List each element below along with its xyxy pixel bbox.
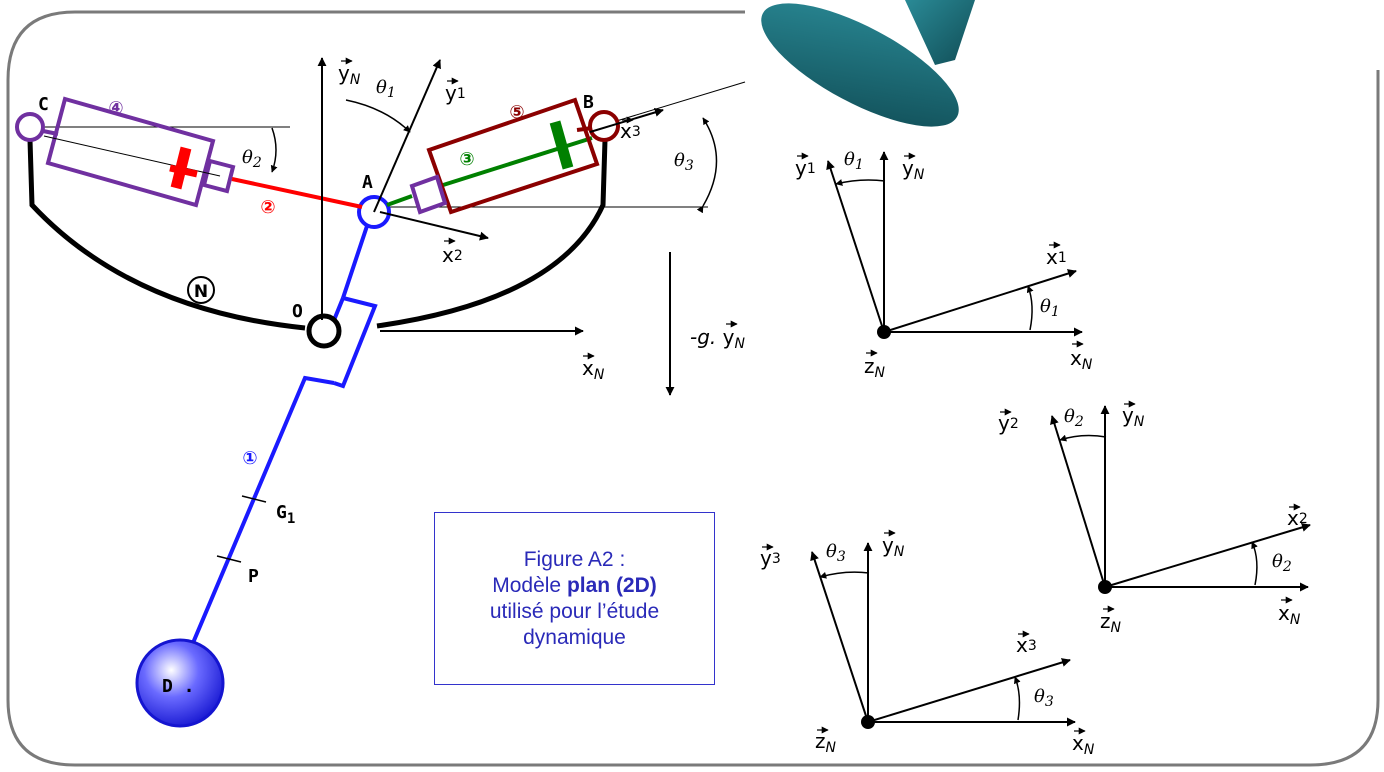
cylinder-5	[426, 97, 620, 215]
basis2-zN-label: zN	[1100, 609, 1122, 636]
point-B-label: B	[583, 92, 594, 113]
point-D-label: D .	[162, 676, 195, 697]
basis-3	[810, 542, 1076, 727]
body-1	[188, 195, 391, 651]
gravity-label: -g. yN	[690, 325, 745, 352]
y1-label: y1	[445, 81, 466, 105]
basis3-theta3-label: θ3	[826, 541, 846, 565]
x3-axis	[589, 108, 664, 133]
theta1-arc	[345, 99, 411, 133]
xN-label-main: xN	[582, 356, 605, 383]
basis-1-origin	[877, 325, 891, 339]
basis-3-origin	[861, 715, 875, 729]
point-A-label: A	[362, 172, 373, 193]
basis3-y3-label: y3	[760, 546, 781, 570]
basis2-xN-label: xN	[1278, 601, 1301, 628]
theta3-arc	[696, 117, 718, 214]
cylinder-4	[15, 96, 236, 208]
frame-N-arc-left	[27, 139, 306, 331]
theta3-label-main: θ3	[674, 150, 694, 174]
caption-line-3: utilisé pour l’étude	[489, 599, 660, 623]
basis2-x2-label: x2	[1287, 506, 1308, 530]
basis1-theta1-label: θ1	[844, 149, 864, 173]
solid-3-label: ③	[459, 149, 474, 170]
mass-D	[135, 638, 225, 728]
point-C-label: C	[38, 94, 49, 115]
propeller-image	[761, 0, 975, 127]
piston-2	[169, 146, 363, 209]
frame-N-label: N	[194, 282, 208, 302]
yN-label: yN	[338, 61, 361, 88]
vector-arrow-marks	[341, 57, 1301, 735]
solid-2-label: ②	[260, 197, 275, 218]
y1-axis	[373, 59, 441, 213]
x2-axis	[379, 211, 489, 241]
basis-1	[826, 151, 1083, 337]
basis3-x3-label: x3	[1016, 633, 1037, 657]
basis2-theta2-label: θ2	[1064, 406, 1084, 430]
frame-N-arc-right	[376, 139, 608, 329]
x3-label-main: x3	[620, 119, 641, 143]
solid-4-label: ④	[108, 98, 123, 119]
frame-N-badge	[187, 276, 215, 304]
basis3-zN-label: zN	[815, 729, 837, 756]
solid-5-label: ⑤	[509, 102, 524, 123]
p-tick	[216, 555, 242, 563]
basis-2	[1050, 405, 1311, 592]
basis1-xN-label: xN	[1070, 346, 1093, 373]
x3-ext-line	[599, 81, 746, 127]
caption-line-2: Modèle plan (2D)	[492, 573, 657, 597]
point-O-label: O	[292, 301, 303, 322]
x2-label-main: x2	[442, 243, 463, 267]
theta2-label-main: θ2	[242, 147, 262, 171]
basis2-yN-label: yN	[1122, 403, 1145, 430]
basis1-yN-label: yN	[902, 156, 925, 183]
basis1-theta1-label-2: θ1	[1040, 296, 1060, 320]
basis1-zN-label: zN	[864, 354, 886, 381]
caption-line-4: dynamique	[523, 625, 626, 649]
piston-3	[386, 120, 593, 207]
basis2-theta2-label-2: θ2	[1272, 551, 1292, 575]
basis1-x1-label: x1	[1046, 245, 1067, 269]
basis1-y1-label: y1	[795, 156, 816, 180]
g1-tick	[241, 495, 267, 503]
figure-caption: Figure A2 : Modèle plan (2D) utilisé pou…	[434, 512, 715, 685]
caption-line-1: Figure A2 :	[523, 547, 626, 571]
frame-border	[6, 10, 1380, 767]
basis3-yN-label: yN	[882, 533, 905, 560]
solid-1-label: ①	[242, 448, 257, 469]
pivot-O	[306, 313, 342, 349]
basis-2-origin	[1098, 580, 1112, 594]
point-G1-label: G1	[276, 502, 295, 527]
cylinder-5-end	[409, 174, 448, 215]
theta2-arc	[270, 127, 278, 173]
point-P-label: P	[248, 566, 259, 587]
basis3-theta3-label-2: θ3	[1034, 686, 1054, 710]
basis3-xN-label: xN	[1072, 731, 1095, 758]
theta1-label-main: θ1	[376, 77, 396, 101]
basis2-y2-label: y2	[998, 411, 1019, 435]
